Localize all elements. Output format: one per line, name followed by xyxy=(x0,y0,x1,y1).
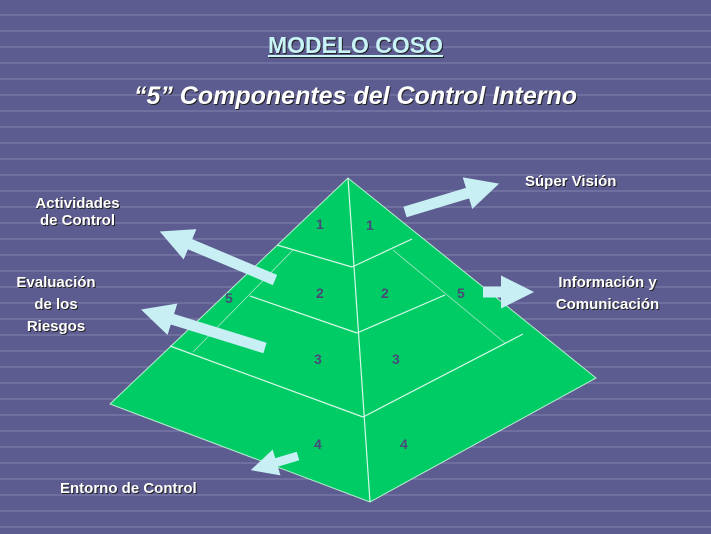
label-supervision: Súper Visión xyxy=(525,173,617,190)
label-line: Evaluación xyxy=(16,274,96,291)
slide-subtitle: “5” Componentes del Control Interno xyxy=(133,82,578,110)
slide-title: MODELO COSO xyxy=(267,32,444,58)
label-actividades: Actividades de Control xyxy=(20,195,135,229)
arrow-supervision xyxy=(403,177,500,218)
label-line: Riesgos xyxy=(26,318,86,335)
label-line: Información y xyxy=(558,274,657,291)
level-2-right: 2 xyxy=(381,285,389,301)
level-1-right: 1 xyxy=(366,217,374,233)
level-1-left: 1 xyxy=(316,216,324,232)
level-3-left: 3 xyxy=(314,351,322,367)
label-entorno: Entorno de Control xyxy=(60,480,197,497)
pyramid xyxy=(109,177,597,503)
level-4-left: 4 xyxy=(314,436,322,452)
label-line: Comunicación xyxy=(555,296,660,313)
label-evaluacion: Evaluación de los Riesgos xyxy=(10,272,102,338)
level-3-right: 3 xyxy=(392,351,400,367)
level-5-right: 5 xyxy=(457,285,465,301)
level-4-right: 4 xyxy=(400,436,408,452)
label-line: de los xyxy=(34,296,78,313)
label-line: Actividades xyxy=(35,195,120,212)
arrow-entorno xyxy=(250,449,300,476)
label-informacion: Información y Comunicación xyxy=(540,272,675,316)
level-2-left: 2 xyxy=(316,285,324,301)
level-5-left: 5 xyxy=(225,290,233,306)
arrow-actividades xyxy=(159,229,278,286)
arrow-evaluacion xyxy=(140,303,267,354)
arrows xyxy=(140,177,534,476)
label-line: de Control xyxy=(40,212,115,229)
